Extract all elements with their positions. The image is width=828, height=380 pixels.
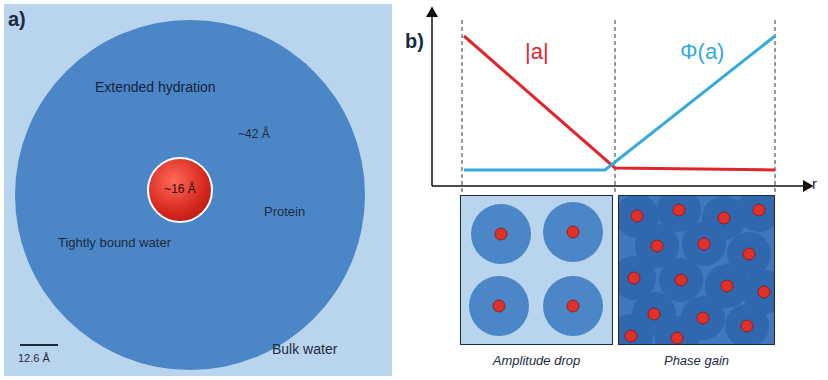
protein-circle: ~16 Å xyxy=(147,157,213,223)
amplitude-curve xyxy=(464,36,775,170)
protein-dot xyxy=(673,204,685,216)
node-label: Extended hydration xyxy=(95,80,216,95)
molecule-pattern xyxy=(461,196,612,344)
protein-dot xyxy=(697,312,709,324)
box-caption: Amplitude drop xyxy=(493,354,580,368)
protein-dot xyxy=(628,272,640,284)
hydration-halo xyxy=(471,204,531,264)
protein-dot xyxy=(493,300,505,312)
hydration-halo xyxy=(725,304,769,344)
bulk-water-ground xyxy=(4,4,392,376)
box-caption: Phase gain xyxy=(664,354,729,368)
protein-dot xyxy=(567,300,579,312)
protein-dot xyxy=(698,238,710,250)
y-axis xyxy=(431,8,433,186)
curve-label: |a| xyxy=(525,40,549,64)
part-label: Protein xyxy=(264,205,305,219)
protein-dot xyxy=(743,248,755,260)
protein-dot xyxy=(631,210,643,222)
node-label: ~16 Å xyxy=(164,183,196,196)
scale-bar xyxy=(20,344,58,346)
high-concentration-box: Phase gain xyxy=(618,195,775,345)
hydration-halo xyxy=(619,314,653,344)
x-axis xyxy=(432,185,812,187)
axis-label: r xyxy=(812,176,817,193)
region-label: Bulk water xyxy=(272,342,337,357)
protein-dot xyxy=(567,226,579,238)
hydration-halo xyxy=(469,276,529,336)
protein-dot xyxy=(671,332,683,344)
hydration-shell: Extended hydration ~16 Å xyxy=(15,20,365,370)
panel-letter: b) xyxy=(405,30,424,52)
phase-curve xyxy=(464,36,775,170)
low-concentration-box: Amplitude drop xyxy=(460,195,613,345)
hydration-halo xyxy=(737,196,774,232)
protein-dot xyxy=(625,330,637,342)
hydration-halo xyxy=(543,276,603,336)
curve-label: Φ(a) xyxy=(680,40,724,64)
scale-label: 12.6 Å xyxy=(18,352,50,364)
protein-dot xyxy=(718,212,730,224)
panel-letter: a) xyxy=(8,8,26,30)
dimension: ~42 Å xyxy=(238,128,270,141)
hydration-halo xyxy=(655,316,699,344)
divider xyxy=(462,20,463,192)
protein-dot xyxy=(651,240,663,252)
protein-dot xyxy=(753,204,765,216)
protein-dot xyxy=(741,320,753,332)
divider xyxy=(775,20,776,192)
protein-dot xyxy=(758,286,770,298)
hydration-halo xyxy=(543,202,603,262)
protein-dot xyxy=(495,228,507,240)
protein-dot xyxy=(648,308,660,320)
protein-dot xyxy=(675,274,687,286)
protein-dot xyxy=(721,280,733,292)
part-label: Tightly bound water xyxy=(58,236,171,250)
molecule-pattern xyxy=(619,196,774,344)
